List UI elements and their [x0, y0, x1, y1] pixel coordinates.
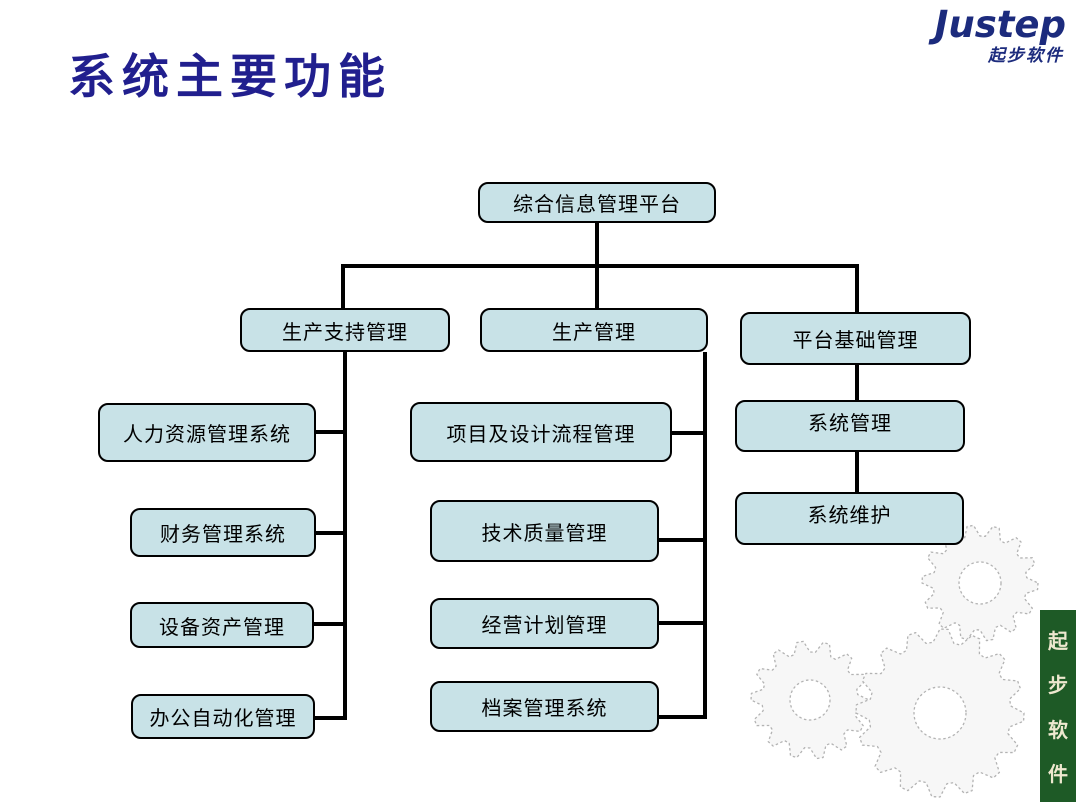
node-branch-production-support: 生产支持管理: [240, 308, 450, 352]
connector-right-drop: [855, 264, 859, 314]
brand-sidebar-char: 起: [1048, 631, 1068, 654]
connector-child: [314, 716, 345, 720]
node-branch-production: 生产管理: [480, 308, 708, 352]
node-leaf-finance-system: 财务管理系统: [130, 508, 316, 557]
brand-sidebar-char: 步: [1048, 675, 1068, 698]
logo-subtitle-text: 起步软件: [988, 46, 1064, 66]
connector-main-horizontal: [341, 264, 859, 268]
connector-child: [658, 715, 705, 719]
connector-right-trunk-2: [855, 450, 859, 494]
node-leaf-tech-quality: 技术质量管理: [430, 500, 659, 562]
page-title: 系统主要功能: [68, 50, 392, 105]
connector-child: [313, 622, 345, 626]
brand-sidebar-char: 件: [1048, 763, 1068, 786]
connector-right-trunk-1: [855, 363, 859, 402]
node-leaf-project-design-flow: 项目及设计流程管理: [410, 402, 672, 462]
justep-logo: Justep 起步软件: [935, 6, 1066, 66]
connector-left-trunk: [343, 352, 347, 720]
connector-child: [315, 430, 345, 434]
brand-sidebar-char: 软: [1048, 719, 1068, 742]
node-leaf-office-automation: 办公自动化管理: [131, 694, 315, 739]
connector-middle-trunk: [703, 352, 707, 719]
brand-sidebar: 起 步 软 件: [1040, 610, 1076, 802]
connector-child: [658, 621, 705, 625]
node-leaf-equipment-assets: 设备资产管理: [130, 602, 314, 648]
node-root: 综合信息管理平台: [478, 182, 716, 223]
node-leaf-system-management: 系统管理: [735, 400, 965, 452]
gears-graphic: [750, 524, 1039, 798]
connector-child: [315, 531, 345, 535]
connector-child: [671, 431, 705, 435]
node-leaf-business-plan: 经营计划管理: [430, 598, 659, 649]
logo-brand-text: Justep: [934, 3, 1066, 46]
node-leaf-archives-system: 档案管理系统: [430, 681, 659, 732]
connector-child: [658, 538, 705, 542]
node-branch-platform-base: 平台基础管理: [740, 312, 971, 365]
node-leaf-hr-system: 人力资源管理系统: [98, 403, 316, 462]
connector-left-drop: [341, 264, 345, 310]
node-leaf-system-maintenance: 系统维护: [735, 492, 964, 545]
